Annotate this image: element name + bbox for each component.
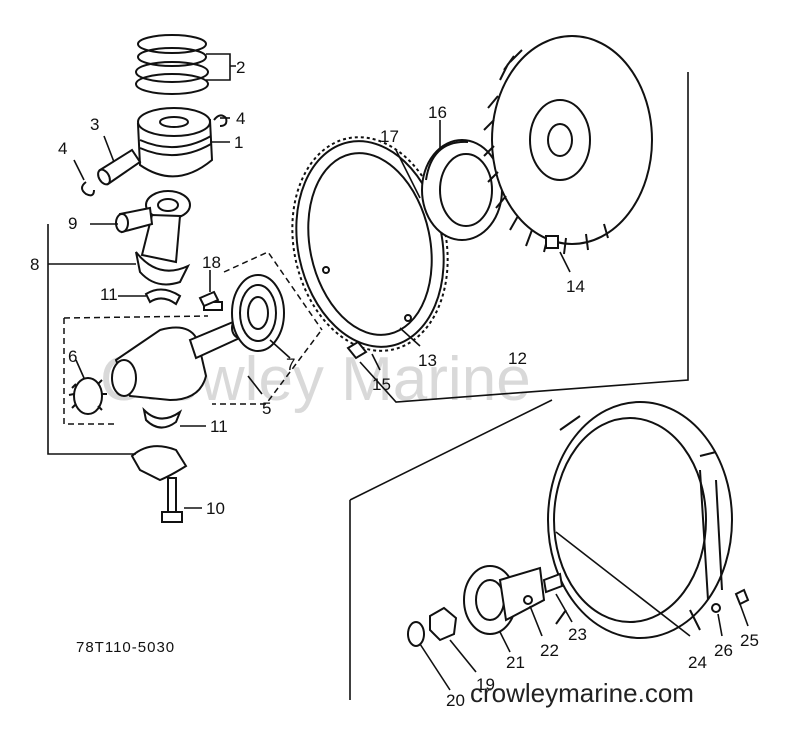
footer-url: crowleymarine.com (470, 678, 694, 708)
callout-21: 21 (506, 653, 525, 672)
callout-25: 25 (740, 631, 759, 650)
gear-bolt (346, 340, 368, 360)
callout-2: 2 (236, 58, 245, 77)
callout-4-left: 4 (58, 139, 67, 158)
starter-hub (463, 565, 546, 635)
callout-20: 20 (446, 691, 465, 710)
callout-6: 6 (68, 347, 77, 366)
callout-24: 24 (688, 653, 707, 672)
callout-14: 14 (566, 277, 585, 296)
piston-rings (135, 34, 209, 95)
callout-5: 5 (262, 399, 271, 418)
callout-3: 3 (90, 115, 99, 134)
callout-19: 19 (476, 675, 495, 694)
piston-pin (97, 148, 142, 186)
hub-washer-22 (523, 595, 533, 605)
callout-12: 12 (508, 349, 527, 368)
callout-1: 1 (234, 133, 243, 152)
callout-23: 23 (568, 625, 587, 644)
diagram-reference-code: 78T110-5030 (76, 639, 175, 656)
hub-nut (429, 606, 458, 642)
rod-cap-bolt (161, 477, 183, 523)
hub-bolt (542, 572, 564, 594)
callout-7: 7 (286, 355, 295, 374)
connecting-rod (115, 190, 191, 286)
callout-17: 17 (380, 127, 399, 146)
woodruff-key (198, 290, 220, 308)
callout-18: 18 (202, 253, 221, 272)
crankshaft-assembly-box (63, 315, 321, 425)
callout-22: 22 (540, 641, 559, 660)
callout-16: 16 (428, 103, 447, 122)
drive-gear (68, 377, 107, 415)
callout-11-top: 11 (100, 285, 118, 304)
flywheel-housing (547, 401, 733, 639)
callout-26: 26 (714, 641, 733, 660)
crank-bearings (142, 288, 183, 429)
callout-11-bottom: 11 (210, 417, 228, 436)
callout-4-right: 4 (236, 109, 245, 128)
callout-labels: 2 1 4 3 4 9 8 11 18 6 11 7 5 10 15 13 12… (30, 58, 759, 710)
crankshaft (111, 301, 249, 402)
callout-8: 8 (30, 255, 39, 274)
callout-13: 13 (418, 351, 437, 370)
starter-plate (421, 139, 503, 241)
rod-cap (130, 445, 188, 482)
flywheel (483, 35, 653, 255)
callout-15: 15 (372, 375, 391, 394)
leader-lines (47, 53, 749, 700)
bearing-dashed-outline (223, 251, 323, 331)
housing-bolt (734, 588, 750, 606)
hub-washer (407, 621, 425, 647)
callout-9: 9 (68, 214, 77, 233)
callout-10: 10 (206, 499, 225, 518)
ball-bearing (231, 274, 285, 352)
piston (136, 107, 214, 178)
housing-washer (711, 603, 721, 613)
